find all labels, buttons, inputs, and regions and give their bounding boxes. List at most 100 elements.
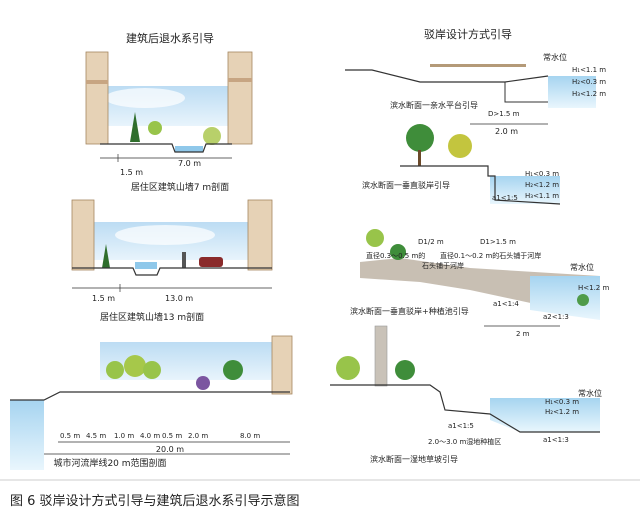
note-label: 直径0.1～0.2 m的石头铺于河岸 [440,251,541,260]
building-left [71,199,95,271]
shrub [203,127,221,145]
section-caption: 滨水断面一垂直驳岸引导 [362,180,450,190]
section-caption: 滨水断面一亲水平台引导 [390,100,478,110]
building-band [86,80,108,84]
dim-label: 2.0 m [495,127,518,136]
tower [374,325,388,387]
ground-line [330,384,600,433]
note-label: 石头铺于河岸 [422,261,464,270]
note-label: 直径0.3～0.5 m的 [366,251,425,260]
tree [106,361,124,379]
height-label: H₁<0.3 m [545,398,579,406]
dim-label: D1/2 m [418,238,444,246]
river-water [490,176,560,204]
water-level-label: 常水位 [543,52,567,62]
ground-line [100,143,232,153]
tree [124,355,146,377]
shrub [148,121,162,135]
cloud [105,88,185,108]
dim-label: 1.5 m [92,294,115,303]
height-label: H<1.2 m [578,284,609,292]
dim-label: 1.0 m [114,432,134,440]
water-channel [175,146,203,152]
ground-line [72,267,272,276]
building-right [271,335,293,395]
water-plant [577,294,589,306]
dim-total: 20.0 m [156,445,184,454]
section-caption: 居住区建筑山墙7 m剖面 [131,181,229,193]
dim-label: D>1.5 m [488,110,520,118]
slope-label: a1<1:4 [493,300,519,308]
right-column-title: 驳岸设计方式引导 [424,27,512,41]
slope-label: a2<1:3 [543,313,569,321]
dim-label: 7.0 m [178,159,201,168]
tree-trunk [418,150,421,166]
height-label: H₃<1.2 m [572,90,606,98]
slope-label: a1<1:5 [492,194,518,202]
figure-caption: 图 6 驳岸设计方式引导与建筑后退水系引导示意图 [10,494,300,509]
building-right [247,199,273,271]
dim-label: 8.0 m [240,432,260,440]
building-right [227,51,253,145]
dim-label: 4.5 m [86,432,106,440]
height-label: H₂<0.3 m [572,78,606,86]
river-water [10,400,44,470]
dim-label: 4.0 m [140,432,160,440]
height-label: H₃<1.1 m [525,192,559,200]
cypress-tree [130,112,140,142]
car-icon [199,257,223,267]
building-left [85,51,109,145]
dim-label: 13.0 m [165,294,193,303]
height-label: H₁<0.3 m [525,170,559,178]
river-water [530,276,600,320]
dim-label: 1.5 m [120,168,143,177]
section-right-3: D1/2 m D1>1.5 m 直径0.3～0.5 m的 直径0.1～0.2 m… [350,229,609,338]
height-label: H₂<1.2 m [545,408,579,416]
section-caption: 滨水断面一垂直驳岸+种植池引导 [350,306,469,316]
left-column-title: 建筑后退水系引导 [126,31,214,45]
height-label: H₁<1.1 m [572,66,606,74]
section-left-2: 1.5 m 13.0 m 居住区建筑山墙13 m剖面 [71,199,273,323]
dim-label: 2.0 m [188,432,208,440]
ground-line [345,69,549,83]
section-right-1: 常水位 H₁<1.1 m H₂<0.3 m H₃<1.2 m D>1.5 m 2… [345,52,606,136]
water-channel [135,262,157,269]
section-caption: 城市河流岸线20 m范围剖面 [53,457,166,469]
section-caption: 滨水断面一湿地草坡引导 [370,454,458,464]
lamp-post [182,252,186,268]
handrail [430,64,526,67]
water-level-label: 常水位 [570,262,594,272]
tree [336,356,360,380]
section-right-4: 常水位 H₁<0.3 m H₂<1.2 m a1<1:5 2.0～3.0 m湿地… [330,325,602,464]
section-left-1: 1.5 m 7.0 m 居住区建筑山墙7 m剖面 [85,51,253,193]
flower-shrub [196,376,210,390]
slope-label: a1<1:3 [543,436,569,444]
building-band [228,78,252,82]
tree [395,360,415,380]
ground-line [10,391,290,401]
river-water [490,398,600,432]
cloud [115,225,215,245]
dim-label: 0.5 m [60,432,80,440]
section-left-3: 0.5 m 4.5 m 1.0 m 4.0 m 0.5 m 2.0 m 8.0 … [10,335,293,470]
tree [223,360,243,380]
section-right-2: H₁<0.3 m H₂<1.2 m H₃<1.1 m a1<1:5 滨水断面一垂… [362,124,561,205]
dim-label: 2 m [516,330,530,338]
section-caption: 居住区建筑山墙13 m剖面 [100,311,204,323]
height-label: H₂<1.2 m [525,181,559,189]
river-water [548,76,596,108]
cypress-tree [102,244,110,268]
slope-label: a1<1:5 [448,422,474,430]
plant [366,229,384,247]
tree [406,124,434,152]
tree [143,361,161,379]
tree [448,134,472,158]
zone-label: 2.0～3.0 m湿地种植区 [428,437,501,446]
platform-line [504,82,548,103]
plant [390,244,406,260]
ground-line [400,165,561,205]
dim-label: D1>1.5 m [480,238,516,246]
dim-label: 0.5 m [162,432,182,440]
water-level-label: 常水位 [578,388,602,398]
